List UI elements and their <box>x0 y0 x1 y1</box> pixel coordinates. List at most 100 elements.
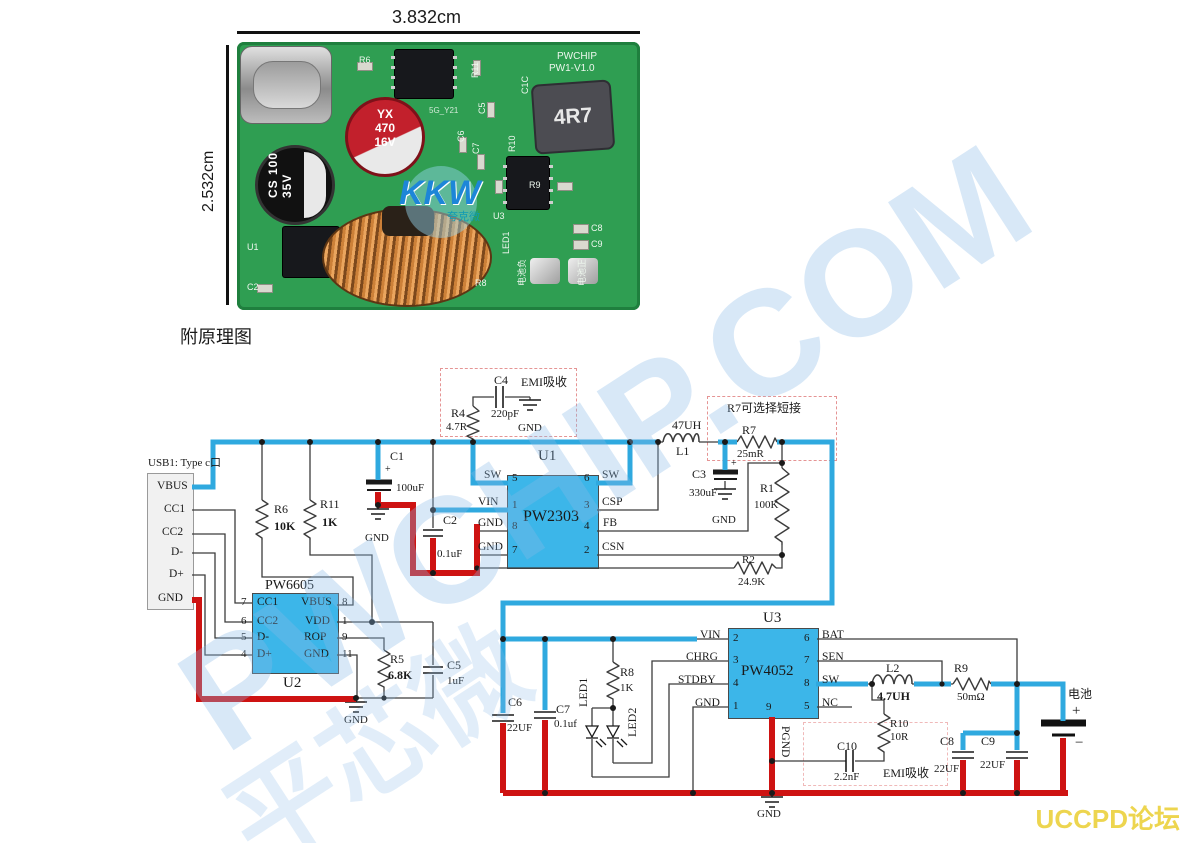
u3-part: PW4052 <box>741 663 794 679</box>
value-r6: 10K <box>274 519 296 533</box>
value-r7: 25mR <box>737 448 764 460</box>
u1-num-3: 3 <box>584 499 590 511</box>
battery-minus: − <box>1075 735 1084 751</box>
battery-plus: + <box>1072 703 1081 719</box>
label-r10: R10 <box>890 718 909 730</box>
value-r8: 1K <box>620 682 634 694</box>
u1-num-8: 8 <box>512 520 518 532</box>
u2-pin-dm: D- <box>257 631 270 643</box>
label-c10: C10 <box>837 739 858 753</box>
value-r9: 50mΩ <box>957 691 985 703</box>
label-l1: L1 <box>676 444 690 458</box>
u2-num-8: 8 <box>342 596 348 608</box>
u2-pin-gnd: GND <box>304 648 329 660</box>
label-r1: R1 <box>760 481 775 495</box>
u3-num-8: 8 <box>804 677 810 689</box>
kkw-watermark-sub: 夸克微 <box>447 211 480 223</box>
ic-right <box>503 157 553 209</box>
gnd-label-bottom: GND <box>757 808 781 820</box>
silk-version: PW1-V1.0 <box>549 63 595 74</box>
silk-c7: C7 <box>471 142 481 154</box>
value-r10: 10R <box>890 731 909 743</box>
u1-ref: U1 <box>538 448 557 464</box>
label-r2: R2 <box>742 554 755 566</box>
value-l2: 4.7UH <box>877 689 910 703</box>
value-l1: 47UH <box>672 418 702 432</box>
silk-sg: 5G_Y21 <box>429 106 459 115</box>
usb-pin-dm: D- <box>171 546 184 558</box>
u3-pin-vin: VIN <box>700 629 721 641</box>
u1-pin-gnd7: GND <box>478 541 503 553</box>
u3-pin-chrg: CHRG <box>686 651 718 663</box>
u2-pin-vdd: VDD <box>305 615 330 627</box>
usb-pin-cc1: CC1 <box>164 503 186 515</box>
label-c8: C8 <box>940 734 955 748</box>
value-c4: 220pF <box>491 408 520 420</box>
u1-num-2: 2 <box>584 544 590 556</box>
usb-pin-vbus: VBUS <box>157 480 188 492</box>
silk-batt-neg: 电池负 <box>517 258 527 286</box>
usb-connector-box <box>147 473 194 610</box>
label-c2: C2 <box>443 513 458 527</box>
u3-pin-bat: BAT <box>822 629 844 641</box>
kkw-watermark: KKW <box>399 174 481 212</box>
u3-num-2: 2 <box>733 632 739 644</box>
gnd-label-c4: GND <box>518 422 542 434</box>
kkw-watermark-circle <box>405 166 477 238</box>
u2-pin-rop: ROP <box>304 631 327 643</box>
silk-u3: U3 <box>493 211 505 221</box>
gnd-label-c3: GND <box>712 514 736 526</box>
u2-part: PW6605 <box>265 578 314 593</box>
u3-pin-nc: NC <box>822 697 838 709</box>
u2-pin-cc1: CC1 <box>257 596 279 608</box>
u3-pin-gnd: GND <box>695 697 720 709</box>
value-c10: 2.2nF <box>834 771 860 783</box>
u2-num-4: 4 <box>241 648 247 660</box>
u3-pin-pgnd: PGND <box>779 726 791 758</box>
u2-num-5: 5 <box>241 631 247 643</box>
label-c3: C3 <box>692 467 707 481</box>
u1-pin-sw-r: SW <box>602 469 620 481</box>
u2-num-6: 6 <box>241 615 247 627</box>
usb-pin-dp: D+ <box>169 568 184 580</box>
c3-plus: + <box>731 458 737 469</box>
label-c1: C1 <box>390 449 405 463</box>
power-inductor: 4R7 <box>530 79 616 155</box>
value-c2: 0.1uF <box>437 548 463 560</box>
label-c6: C6 <box>508 695 523 709</box>
u3-num-3: 3 <box>733 654 739 666</box>
label-r8: R8 <box>620 665 635 679</box>
u1-num-5: 5 <box>512 472 518 484</box>
u1-pin-fb: FB <box>603 517 618 529</box>
electrolytic-cap-black: CS 100 35V <box>255 145 335 225</box>
value-c6: 22UF <box>507 722 533 734</box>
silk-batt-pos: 电池正 <box>577 258 587 286</box>
u1-pin-csp: CSP <box>602 496 623 508</box>
silk-brand: PWCHIP <box>557 51 597 62</box>
u3-num-7: 7 <box>804 654 810 666</box>
u2-num-9: 9 <box>342 631 348 643</box>
label-c4: C4 <box>494 373 509 387</box>
u2-num-1: 1 <box>342 615 348 627</box>
silk-c1c: C1C <box>520 75 530 94</box>
u1-pin-vin: VIN <box>478 496 499 508</box>
silk-c6: C6 <box>456 130 466 142</box>
label-r7-note: R7可选择短接 <box>727 401 802 415</box>
usb-pin-cc2: CC2 <box>162 526 184 538</box>
u1-pin-sw-l: SW <box>484 469 502 481</box>
silk-r11: R11 <box>470 62 480 78</box>
section-title: 附原理图 <box>180 327 252 347</box>
value-r1: 100K <box>754 499 779 511</box>
u2-num-11: 11 <box>342 648 353 660</box>
label-c5: C5 <box>447 658 462 672</box>
u3-num-5: 5 <box>804 700 810 712</box>
usb-c-connector <box>240 46 332 124</box>
forum-badge: UCCPD论坛 <box>1035 804 1180 834</box>
value-c5: 1uF <box>447 675 465 687</box>
value-r4: 4.7R <box>446 421 468 433</box>
c1-plus: + <box>385 464 391 475</box>
pcb-height-dimension: 2.532cm <box>200 150 217 212</box>
label-battery: 电池 <box>1068 687 1093 701</box>
u1-num-1: 1 <box>512 499 518 511</box>
